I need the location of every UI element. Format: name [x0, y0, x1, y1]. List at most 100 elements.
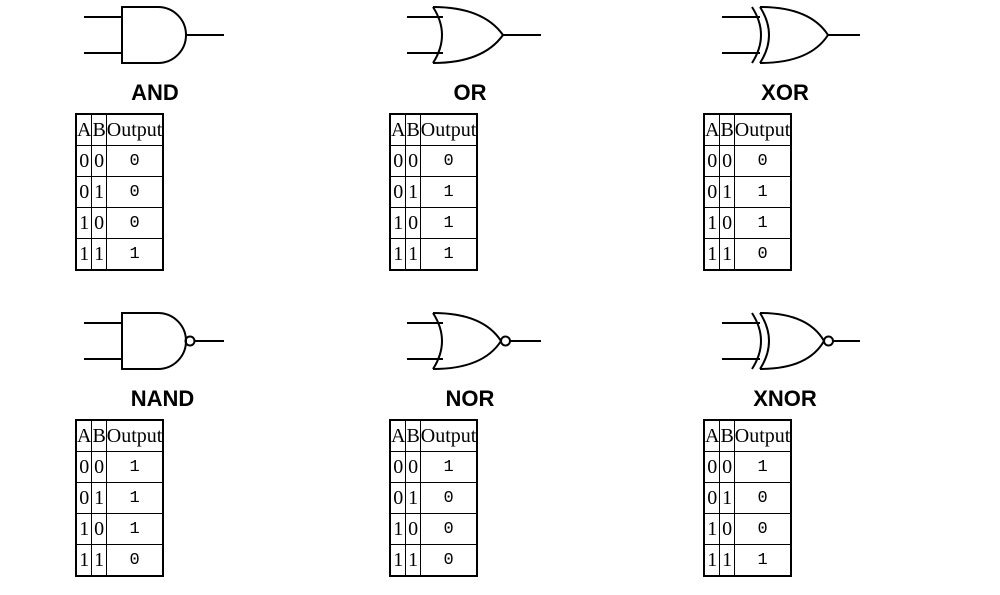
column-header-output: Output [105, 113, 164, 146]
cell-a: 1 [703, 513, 721, 545]
nor-gate-icon [407, 312, 541, 370]
table-row: 0 1 0 [75, 176, 164, 208]
cell-b: 0 [719, 451, 735, 483]
column-header-a: A [389, 419, 407, 452]
cell-a: 1 [389, 513, 407, 545]
cell-a: 1 [75, 207, 93, 239]
cell-a: 0 [703, 145, 721, 177]
cell-output: 0 [419, 482, 478, 514]
column-header-b: B [91, 113, 107, 146]
table-row: 1 1 0 [703, 238, 792, 271]
cell-a: 0 [703, 451, 721, 483]
cell-output: 1 [105, 451, 164, 483]
column-header-output: Output [733, 113, 792, 146]
table-row: 0 1 1 [389, 176, 478, 208]
gate-title-and: AND [131, 80, 179, 105]
cell-b: 0 [719, 513, 735, 545]
table-row: 1 0 0 [75, 207, 164, 239]
table-header-row: A B Output [389, 113, 478, 146]
cell-b: 0 [719, 145, 735, 177]
cell-a: 1 [389, 238, 407, 271]
nand-gate-icon [84, 312, 224, 370]
gate-title-nand: NAND [130, 386, 195, 411]
truth-table-nand: A B Output 0 0 1 0 1 1 1 0 1 1 1 0 [75, 419, 165, 577]
cell-output: 0 [419, 544, 478, 577]
table-header-row: A B Output [389, 419, 478, 452]
column-header-output: Output [105, 419, 164, 452]
cell-output: 0 [733, 482, 792, 514]
truth-table-or: A B Output 0 0 0 0 1 1 1 0 1 1 1 1 [389, 113, 479, 271]
cell-output: 0 [733, 238, 792, 271]
cell-output: 1 [105, 482, 164, 514]
column-header-output: Output [419, 419, 478, 452]
cell-a: 1 [703, 207, 721, 239]
cell-output: 1 [105, 238, 164, 271]
cell-output: 0 [733, 513, 792, 545]
cell-output: 0 [105, 145, 164, 177]
cell-b: 0 [91, 513, 107, 545]
cell-output: 1 [733, 544, 792, 577]
table-row: 1 0 1 [389, 207, 478, 239]
cell-b: 0 [405, 513, 421, 545]
cell-b: 0 [91, 207, 107, 239]
table-row: 1 1 1 [703, 544, 792, 577]
cell-b: 1 [719, 238, 735, 271]
cell-a: 0 [75, 482, 93, 514]
cell-b: 0 [405, 451, 421, 483]
cell-a: 1 [389, 207, 407, 239]
table-row: 0 1 0 [389, 482, 478, 514]
column-header-output: Output [419, 113, 478, 146]
table-row: 0 1 1 [75, 482, 164, 514]
cell-b: 1 [405, 482, 421, 514]
or-gate-icon [407, 6, 541, 64]
cell-b: 1 [405, 238, 421, 271]
column-header-a: A [75, 419, 93, 452]
table-row: 1 0 0 [703, 513, 792, 545]
cell-output: 1 [733, 176, 792, 208]
table-row: 0 0 0 [703, 145, 792, 177]
cell-output: 0 [733, 145, 792, 177]
cell-output: 1 [419, 238, 478, 271]
column-header-a: A [389, 113, 407, 146]
cell-b: 1 [405, 176, 421, 208]
cell-b: 1 [91, 176, 107, 208]
gate-title-nor: NOR [445, 386, 495, 411]
gate-title-xor: XOR [761, 80, 809, 105]
table-header-row: A B Output [703, 419, 792, 452]
gate-title-or: OR [453, 80, 487, 105]
cell-b: 0 [405, 145, 421, 177]
cell-a: 1 [75, 513, 93, 545]
cell-output: 1 [733, 207, 792, 239]
cell-b: 1 [719, 482, 735, 514]
cell-output: 0 [419, 513, 478, 545]
cell-a: 0 [389, 482, 407, 514]
table-row: 0 1 0 [703, 482, 792, 514]
cell-output: 1 [419, 207, 478, 239]
column-header-a: A [75, 113, 93, 146]
cell-b: 1 [719, 176, 735, 208]
cell-a: 0 [75, 451, 93, 483]
cell-a: 1 [703, 544, 721, 577]
cell-output: 0 [105, 544, 164, 577]
table-row: 1 1 1 [389, 238, 478, 271]
truth-table-xnor: A B Output 0 0 1 0 1 0 1 0 0 1 1 1 [703, 419, 793, 577]
cell-b: 0 [719, 207, 735, 239]
cell-b: 1 [719, 544, 735, 577]
xor-gate-icon [722, 6, 860, 64]
cell-a: 0 [75, 176, 93, 208]
cell-b: 1 [91, 482, 107, 514]
cell-a: 1 [75, 238, 93, 271]
cell-output: 1 [733, 451, 792, 483]
cell-output: 1 [419, 176, 478, 208]
xnor-gate-icon [722, 312, 860, 370]
table-row: 0 0 1 [389, 451, 478, 483]
table-row: 1 0 1 [75, 513, 164, 545]
cell-a: 0 [75, 145, 93, 177]
column-header-b: B [405, 113, 421, 146]
table-row: 0 0 0 [389, 145, 478, 177]
cell-b: 1 [91, 238, 107, 271]
cell-a: 1 [389, 544, 407, 577]
cell-a: 0 [389, 176, 407, 208]
table-header-row: A B Output [75, 113, 164, 146]
column-header-a: A [703, 113, 721, 146]
